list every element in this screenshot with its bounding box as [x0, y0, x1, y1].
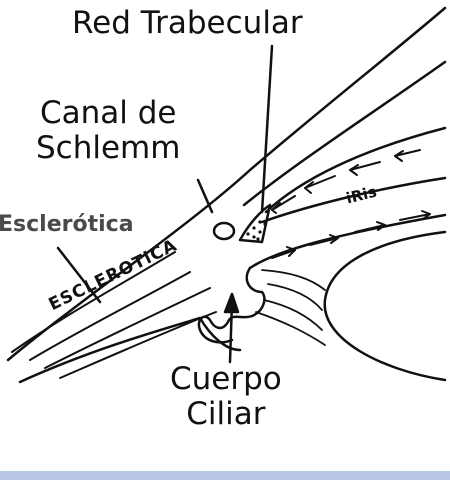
- cornea-outer-line: [6, 6, 447, 362]
- lens: [323, 230, 447, 382]
- trabecular-pointer: [260, 44, 274, 214]
- iris-upper-line: [264, 126, 447, 214]
- cuerpo-ciliar-label: Cuerpo Ciliar: [170, 362, 282, 431]
- cornea-inner-line: [242, 60, 447, 207]
- cuerpo-line-1: Cuerpo: [170, 361, 282, 397]
- iris-lower-line: [248, 213, 447, 270]
- schlemm-canal: [212, 221, 236, 241]
- canal-line-1: Canal de: [39, 95, 177, 131]
- canal-schlemm-label: Canal de Schlemm: [36, 96, 180, 165]
- trabecular-dots: [246, 220, 267, 241]
- ciliary-fibers: [255, 269, 326, 346]
- schlemm-pointer: [196, 178, 214, 214]
- cuerpo-line-2: Ciliar: [186, 395, 266, 432]
- aqueous-flow-arrows: [271, 149, 431, 259]
- red-trabecular-label: Red Trabecular: [72, 5, 303, 41]
- canal-line-2: Schlemm: [36, 129, 181, 166]
- esclerotica-label: Esclerótica: [0, 212, 134, 237]
- ciliary-body: [197, 266, 266, 344]
- ciliary-pointer-head: [223, 292, 240, 314]
- bottom-bar: [0, 471, 450, 480]
- esclerotica-pointer: [56, 246, 102, 304]
- iris-mid-line: [260, 176, 447, 224]
